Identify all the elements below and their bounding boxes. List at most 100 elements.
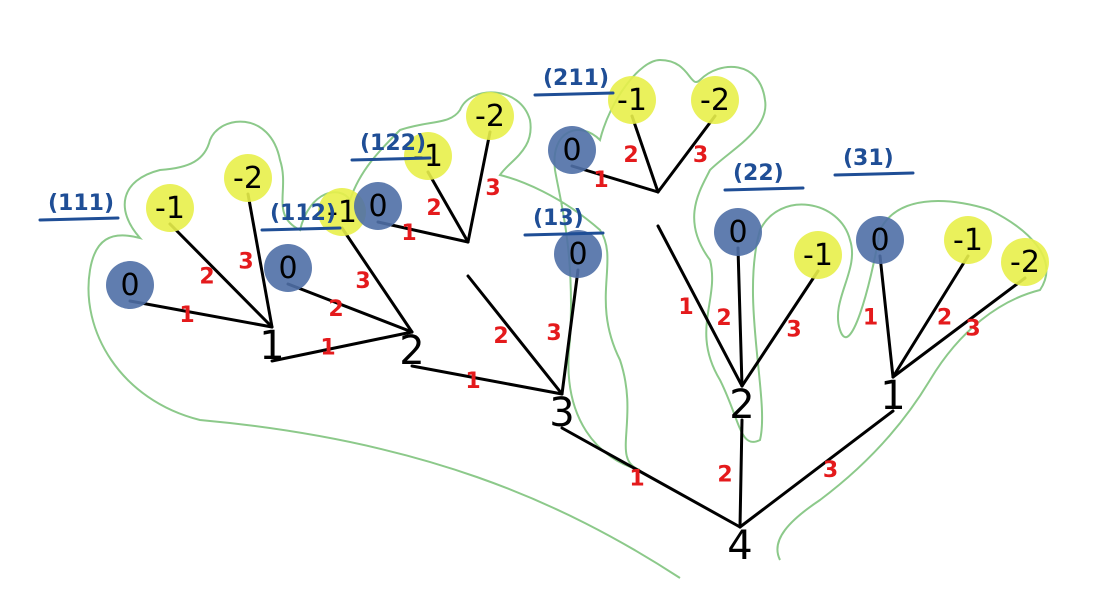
tree-edge: 2 — [466, 274, 564, 396]
tree-edge: 1 — [560, 426, 742, 529]
leaf-node: 0 — [106, 261, 154, 309]
tree-edge: 3 — [740, 269, 820, 388]
edge-label: 3 — [238, 250, 253, 275]
leaf-zero-circle — [106, 261, 154, 309]
leaf-zero-circle — [548, 126, 596, 174]
edge-line — [286, 282, 414, 334]
tree-edge: 2 — [716, 246, 744, 388]
leaf-label: -2 — [1010, 245, 1040, 280]
partition-tag-underline — [260, 226, 342, 232]
partition-tag-underline — [533, 91, 615, 97]
leaf-label: 0 — [368, 189, 387, 224]
edge-label: 1 — [678, 295, 693, 320]
edge-label: 1 — [320, 336, 335, 361]
leaf-node: 0 — [354, 182, 402, 230]
leaf-negative-circle — [466, 92, 514, 140]
edge-line — [560, 268, 580, 396]
edge-line — [340, 226, 414, 334]
tree-edge: 2 — [717, 418, 744, 529]
edge-line — [878, 254, 895, 379]
tree-edge: 1 — [270, 330, 414, 363]
partition-tag: (211) — [533, 66, 615, 97]
tree-edge: 1 — [410, 364, 564, 396]
leaf-node: -1 — [944, 216, 992, 264]
edge-label: 2 — [937, 306, 952, 331]
edge-label: 2 — [493, 324, 508, 349]
tree-edge: 2 — [168, 222, 274, 329]
edge-line — [738, 409, 895, 529]
leaf-negative-circle — [1001, 238, 1049, 286]
tree-edge: 3 — [238, 192, 274, 329]
tree-edge: 1 — [656, 224, 744, 388]
edge-line — [740, 269, 820, 388]
edge-label: 1 — [179, 303, 194, 328]
partition-tag: (112) — [260, 201, 342, 232]
tree-edge: 3 — [656, 114, 717, 194]
partition-tag-label: (31) — [843, 146, 894, 171]
leaf-label: -2 — [233, 161, 263, 196]
leaf-label: 0 — [728, 215, 747, 250]
partition-tag: (122) — [350, 131, 432, 162]
leaf-node: 0 — [554, 230, 602, 278]
leaf-label: 0 — [120, 268, 139, 303]
partition-tag: (31) — [833, 146, 915, 177]
leaf-label: -1 — [617, 83, 647, 118]
edge-label: 1 — [465, 369, 480, 394]
leaf-zero-circle — [554, 230, 602, 278]
partition-tag-underline — [350, 156, 432, 162]
edge-label: 3 — [485, 176, 500, 201]
edge-line — [738, 418, 744, 529]
partition-tag: (111) — [38, 191, 120, 222]
tree-edge: 1 — [376, 220, 470, 246]
edge-line — [736, 246, 744, 388]
tree-edge: 3 — [466, 130, 501, 244]
leaf-label: -1 — [953, 223, 983, 258]
edge-line — [891, 254, 970, 379]
edge-line — [891, 276, 1027, 379]
leaf-label: 0 — [278, 251, 297, 286]
leaf-label: -1 — [413, 139, 443, 174]
leaf-negative-circle — [404, 132, 452, 180]
leaf-node: -1 — [318, 188, 366, 236]
edge-line — [570, 164, 660, 194]
edge-line — [466, 274, 564, 396]
partition-tag-label: (112) — [270, 201, 336, 226]
partition-tag-underline — [723, 186, 805, 192]
leaf-negative-circle — [146, 184, 194, 232]
leaf-zero-circle — [856, 216, 904, 264]
leaf-label: 0 — [562, 133, 581, 168]
leaf-label: -2 — [475, 99, 505, 134]
leaf-node: 0 — [856, 216, 904, 264]
partition-tag-label: (22) — [733, 161, 784, 186]
edge-label: 2 — [623, 143, 638, 168]
partition-tag-underline — [38, 216, 120, 222]
edge-line — [168, 222, 274, 329]
leaf-node: -1 — [608, 76, 656, 124]
partition-tag-label: (13) — [533, 206, 584, 231]
leaf-negative-circle — [608, 76, 656, 124]
leaf-node: 0 — [714, 208, 762, 256]
leaf-negative-circle — [944, 216, 992, 264]
edge-label: 3 — [823, 458, 838, 483]
edge-line — [270, 330, 414, 363]
tree-edge: 2 — [623, 114, 660, 194]
tree-edge: 3 — [340, 226, 414, 334]
edge-label: 2 — [716, 306, 731, 331]
leaf-negative-circle — [691, 76, 739, 124]
leaf-node: 0 — [264, 244, 312, 292]
edge-label: 2 — [717, 463, 732, 488]
edge-label: 3 — [693, 143, 708, 168]
edge-line — [560, 426, 742, 529]
edge-label: 3 — [965, 317, 980, 342]
partition-tag-underline — [523, 231, 605, 237]
edge-line — [376, 220, 470, 244]
leaf-zero-circle — [354, 182, 402, 230]
partition-tag-label: (122) — [360, 131, 426, 156]
leaf-node: -2 — [691, 76, 739, 124]
tree-edge: 2 — [286, 282, 414, 334]
tree-edge: 3 — [891, 276, 1027, 379]
leaf-label: -1 — [803, 238, 833, 273]
